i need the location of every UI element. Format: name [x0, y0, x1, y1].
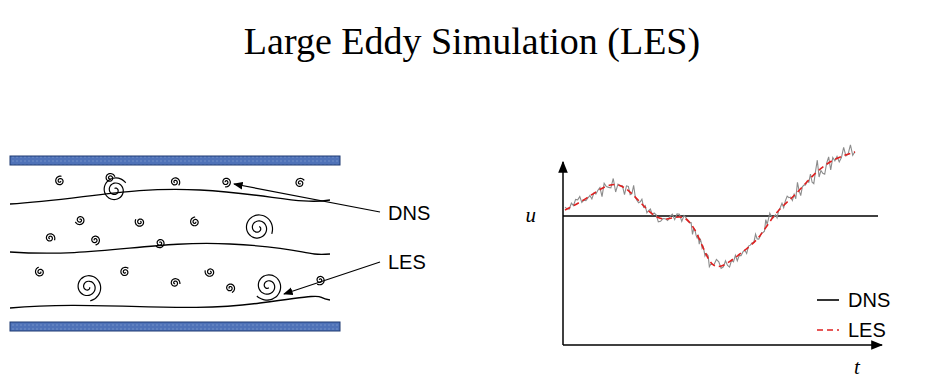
chart-axes — [563, 162, 882, 345]
eddy — [296, 178, 304, 186]
streamlines — [10, 189, 330, 308]
eddy — [172, 178, 180, 185]
les-signal — [565, 152, 855, 266]
eddy — [46, 234, 54, 241]
eddy — [75, 217, 84, 225]
title: Large Eddy Simulation (LES) — [244, 21, 700, 63]
legend-item: LES — [816, 319, 886, 341]
eddy — [205, 269, 214, 276]
callout-label: LES — [388, 251, 426, 273]
channel-wall — [10, 322, 340, 331]
eddy — [246, 215, 272, 238]
eddy — [227, 284, 235, 293]
eddy — [92, 236, 100, 245]
eddy — [223, 178, 230, 187]
legend-sample — [816, 325, 840, 335]
eddy — [106, 174, 115, 182]
eddy — [191, 217, 199, 226]
signals — [565, 145, 855, 269]
eddy — [257, 275, 281, 300]
legend-text: DNS — [848, 289, 890, 311]
callout-label: DNS — [388, 202, 430, 224]
eddy — [171, 279, 180, 286]
eddy — [36, 267, 44, 276]
channel-wall — [10, 156, 340, 165]
eddy — [56, 176, 63, 185]
eddy — [156, 240, 164, 248]
axis-label: t — [854, 356, 860, 379]
eddy — [104, 178, 126, 200]
eddy — [135, 219, 143, 226]
axis-label: u — [526, 204, 537, 227]
eddy — [78, 276, 101, 301]
leader-lines — [234, 184, 380, 294]
legend-sample — [816, 295, 840, 305]
legend-item: DNS — [816, 289, 890, 311]
legend-text: LES — [848, 319, 886, 341]
dns-signal — [565, 145, 855, 269]
eddy — [121, 267, 128, 275]
